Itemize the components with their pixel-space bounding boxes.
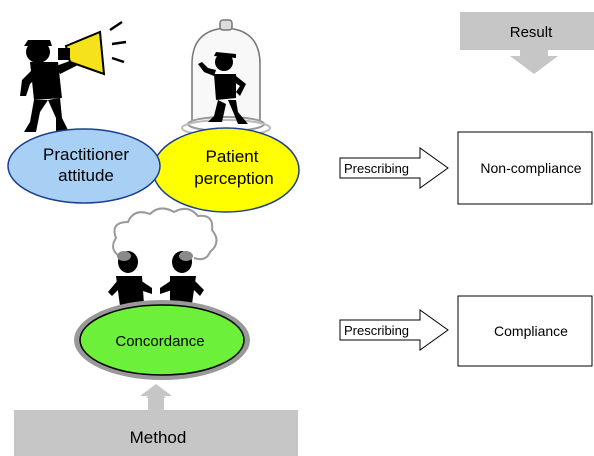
result-label: Result <box>510 24 553 41</box>
non-compliance-box <box>457 131 593 205</box>
result-box <box>460 12 594 50</box>
compliance-box <box>457 295 593 367</box>
prescribing-arrow-bottom: Prescribing <box>339 309 449 351</box>
concordance-label: Concordance <box>115 333 204 350</box>
prescribing-label-bottom: Prescribing <box>344 323 409 338</box>
method-label: Method <box>130 428 187 447</box>
prescribing-label-top: Prescribing <box>344 161 409 176</box>
method-box <box>14 410 298 456</box>
patient-label-line2: perception <box>194 169 273 188</box>
practitioner-label-line1: Practitioner <box>43 145 129 164</box>
practitioner-figure <box>20 20 127 134</box>
patient-figure <box>181 19 271 137</box>
megaphone-icon <box>58 20 127 76</box>
result-banner: Result <box>460 12 594 74</box>
thought-cloud-icon <box>112 207 218 261</box>
concordance-ellipse <box>74 300 250 380</box>
prescribing-arrow-top: Prescribing <box>339 147 449 189</box>
result-down-arrow <box>510 50 558 74</box>
non-compliance-label: Non-compliance <box>480 160 581 176</box>
method-banner: Method <box>14 384 298 456</box>
compliance-label: Compliance <box>494 323 568 339</box>
practitioner-attitude-ellipse <box>7 128 161 204</box>
patient-label-line1: Patient <box>206 147 259 166</box>
person-silhouette-icon <box>198 52 248 124</box>
practitioner-label-line2: attitude <box>58 166 114 185</box>
